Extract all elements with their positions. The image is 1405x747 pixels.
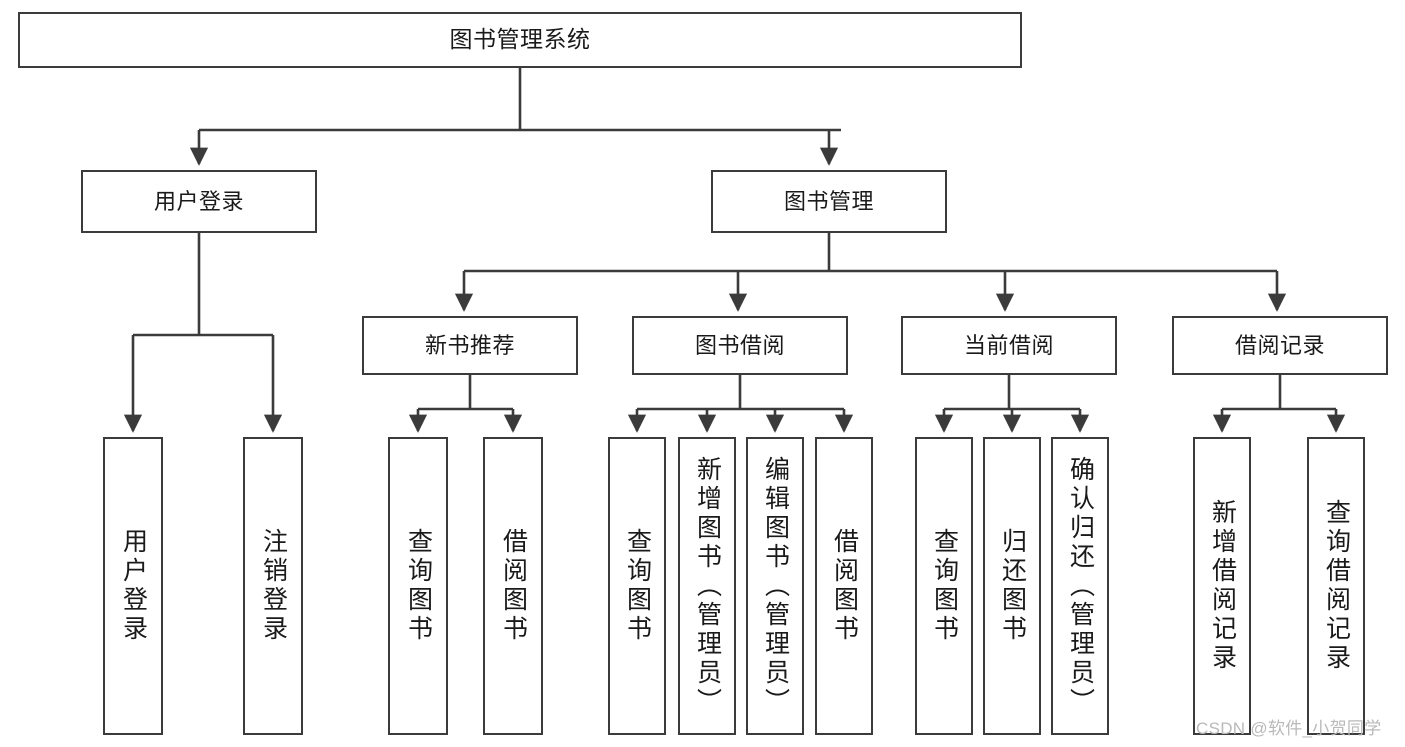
node-user-login[interactable]: 用户登录: [81, 170, 317, 233]
node-leaf-add-book[interactable]: 新增图书（管理员）: [678, 437, 736, 735]
node-leaf-query-book-1[interactable]: 查询图书: [388, 437, 448, 735]
node-leaf-add-book-label: 新增图书（管理员）: [693, 455, 722, 717]
node-book-borrow[interactable]: 图书借阅: [632, 316, 848, 375]
node-leaf-add-record[interactable]: 新增借阅记录: [1193, 437, 1251, 735]
node-leaf-query-book-2[interactable]: 查询图书: [608, 437, 666, 735]
node-leaf-confirm-return-label: 确认归还（管理员）: [1066, 455, 1095, 717]
node-borrow-record-label: 借阅记录: [1234, 332, 1325, 358]
node-leaf-query-book-2-label: 查询图书: [623, 528, 652, 644]
node-user-login-label: 用户登录: [153, 188, 244, 214]
node-leaf-query-book-3[interactable]: 查询图书: [915, 437, 973, 735]
node-new-book-recommend-label: 新书推荐: [424, 332, 515, 358]
node-book-manage[interactable]: 图书管理: [711, 170, 947, 233]
node-book-borrow-label: 图书借阅: [694, 332, 785, 358]
node-current-borrow[interactable]: 当前借阅: [901, 316, 1117, 375]
node-book-manage-label: 图书管理: [783, 188, 874, 214]
node-root-label: 图书管理系统: [449, 26, 591, 53]
node-borrow-record[interactable]: 借阅记录: [1172, 316, 1388, 375]
node-leaf-borrow-book-1[interactable]: 借阅图书: [483, 437, 543, 735]
node-leaf-borrow-book-2[interactable]: 借阅图书: [815, 437, 873, 735]
node-leaf-return-book-label: 归还图书: [998, 528, 1027, 644]
node-leaf-query-record[interactable]: 查询借阅记录: [1307, 437, 1365, 735]
node-root[interactable]: 图书管理系统: [18, 12, 1022, 68]
node-leaf-edit-book-label: 编辑图书（管理员）: [761, 455, 790, 717]
node-leaf-borrow-book-1-label: 借阅图书: [499, 528, 528, 644]
node-leaf-user-login-label: 用户登录: [119, 528, 148, 644]
node-leaf-borrow-book-2-label: 借阅图书: [830, 528, 859, 644]
node-leaf-confirm-return[interactable]: 确认归还（管理员）: [1051, 437, 1109, 735]
watermark-text: CSDN @软件_小贺同学: [1196, 719, 1382, 738]
node-leaf-return-book[interactable]: 归还图书: [983, 437, 1041, 735]
node-current-borrow-label: 当前借阅: [963, 332, 1054, 358]
node-new-book-recommend[interactable]: 新书推荐: [362, 316, 578, 375]
node-leaf-query-book-1-label: 查询图书: [404, 528, 433, 644]
node-leaf-edit-book[interactable]: 编辑图书（管理员）: [746, 437, 804, 735]
node-leaf-query-book-3-label: 查询图书: [930, 528, 959, 644]
node-leaf-logout-label: 注销登录: [259, 528, 288, 644]
node-leaf-add-record-label: 新增借阅记录: [1208, 499, 1237, 673]
node-leaf-logout[interactable]: 注销登录: [243, 437, 303, 735]
node-leaf-query-record-label: 查询借阅记录: [1322, 499, 1351, 673]
node-leaf-user-login[interactable]: 用户登录: [103, 437, 163, 735]
